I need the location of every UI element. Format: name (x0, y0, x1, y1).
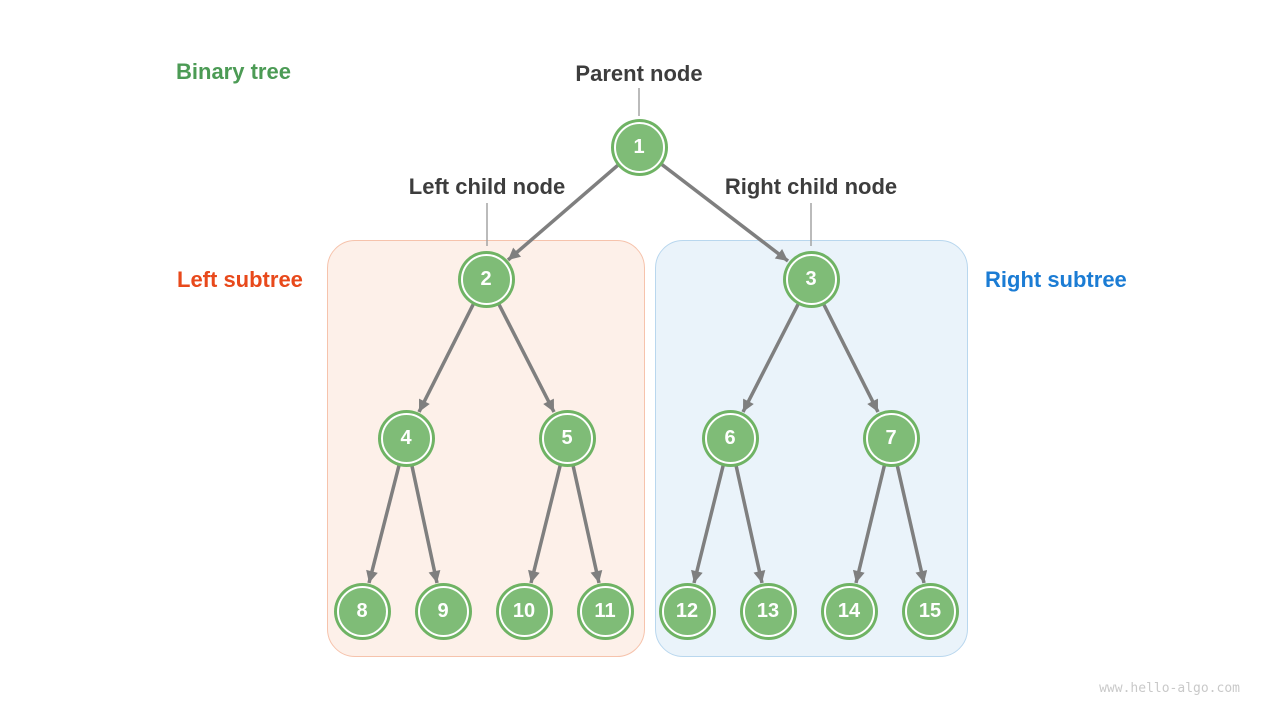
tree-node-2: 2 (460, 253, 512, 305)
node-value: 3 (805, 267, 817, 290)
edge-1-2 (506, 145, 641, 262)
tree-node-12: 12 (661, 585, 713, 637)
node-value: 2 (480, 267, 492, 290)
tree-node-3: 3 (785, 253, 837, 305)
edge-1-3 (637, 145, 790, 263)
node-value: 4 (400, 426, 412, 449)
right-subtree-label: Right subtree (985, 267, 1127, 292)
node-value: 6 (724, 426, 736, 449)
left-subtree-label: Left subtree (177, 267, 303, 292)
tree-node-5: 5 (541, 412, 593, 464)
node-value: 13 (756, 599, 780, 622)
tree-node-15: 15 (904, 585, 956, 637)
diagram-title: Binary tree (176, 59, 291, 84)
tree-node-4: 4 (380, 412, 432, 464)
tree-node-14: 14 (823, 585, 875, 637)
watermark: www.hello-algo.com (1099, 681, 1240, 696)
tree-node-9: 9 (417, 585, 469, 637)
tree-node-10: 10 (498, 585, 550, 637)
parent-node-label: Parent node (575, 61, 703, 86)
right-child-node-label: Right child node (724, 174, 898, 199)
tree-node-11: 11 (579, 585, 631, 637)
left-subtree-box (327, 240, 645, 657)
tree-node-6: 6 (704, 412, 756, 464)
node-value: 8 (356, 599, 368, 622)
tree-node-7: 7 (865, 412, 917, 464)
tree-node-8: 8 (336, 585, 388, 637)
left-child-node-label: Left child node (408, 174, 566, 199)
node-value: 14 (837, 599, 861, 622)
node-value: 10 (512, 599, 536, 622)
node-value: 7 (885, 426, 897, 449)
node-value: 9 (437, 599, 449, 622)
node-value: 5 (561, 426, 573, 449)
node-value: 1 (633, 135, 645, 158)
node-value: 15 (918, 599, 942, 622)
tree-node-13: 13 (742, 585, 794, 637)
tree-node-1: 1 (613, 121, 665, 173)
node-value: 12 (675, 599, 699, 622)
node-value: 11 (594, 599, 616, 622)
